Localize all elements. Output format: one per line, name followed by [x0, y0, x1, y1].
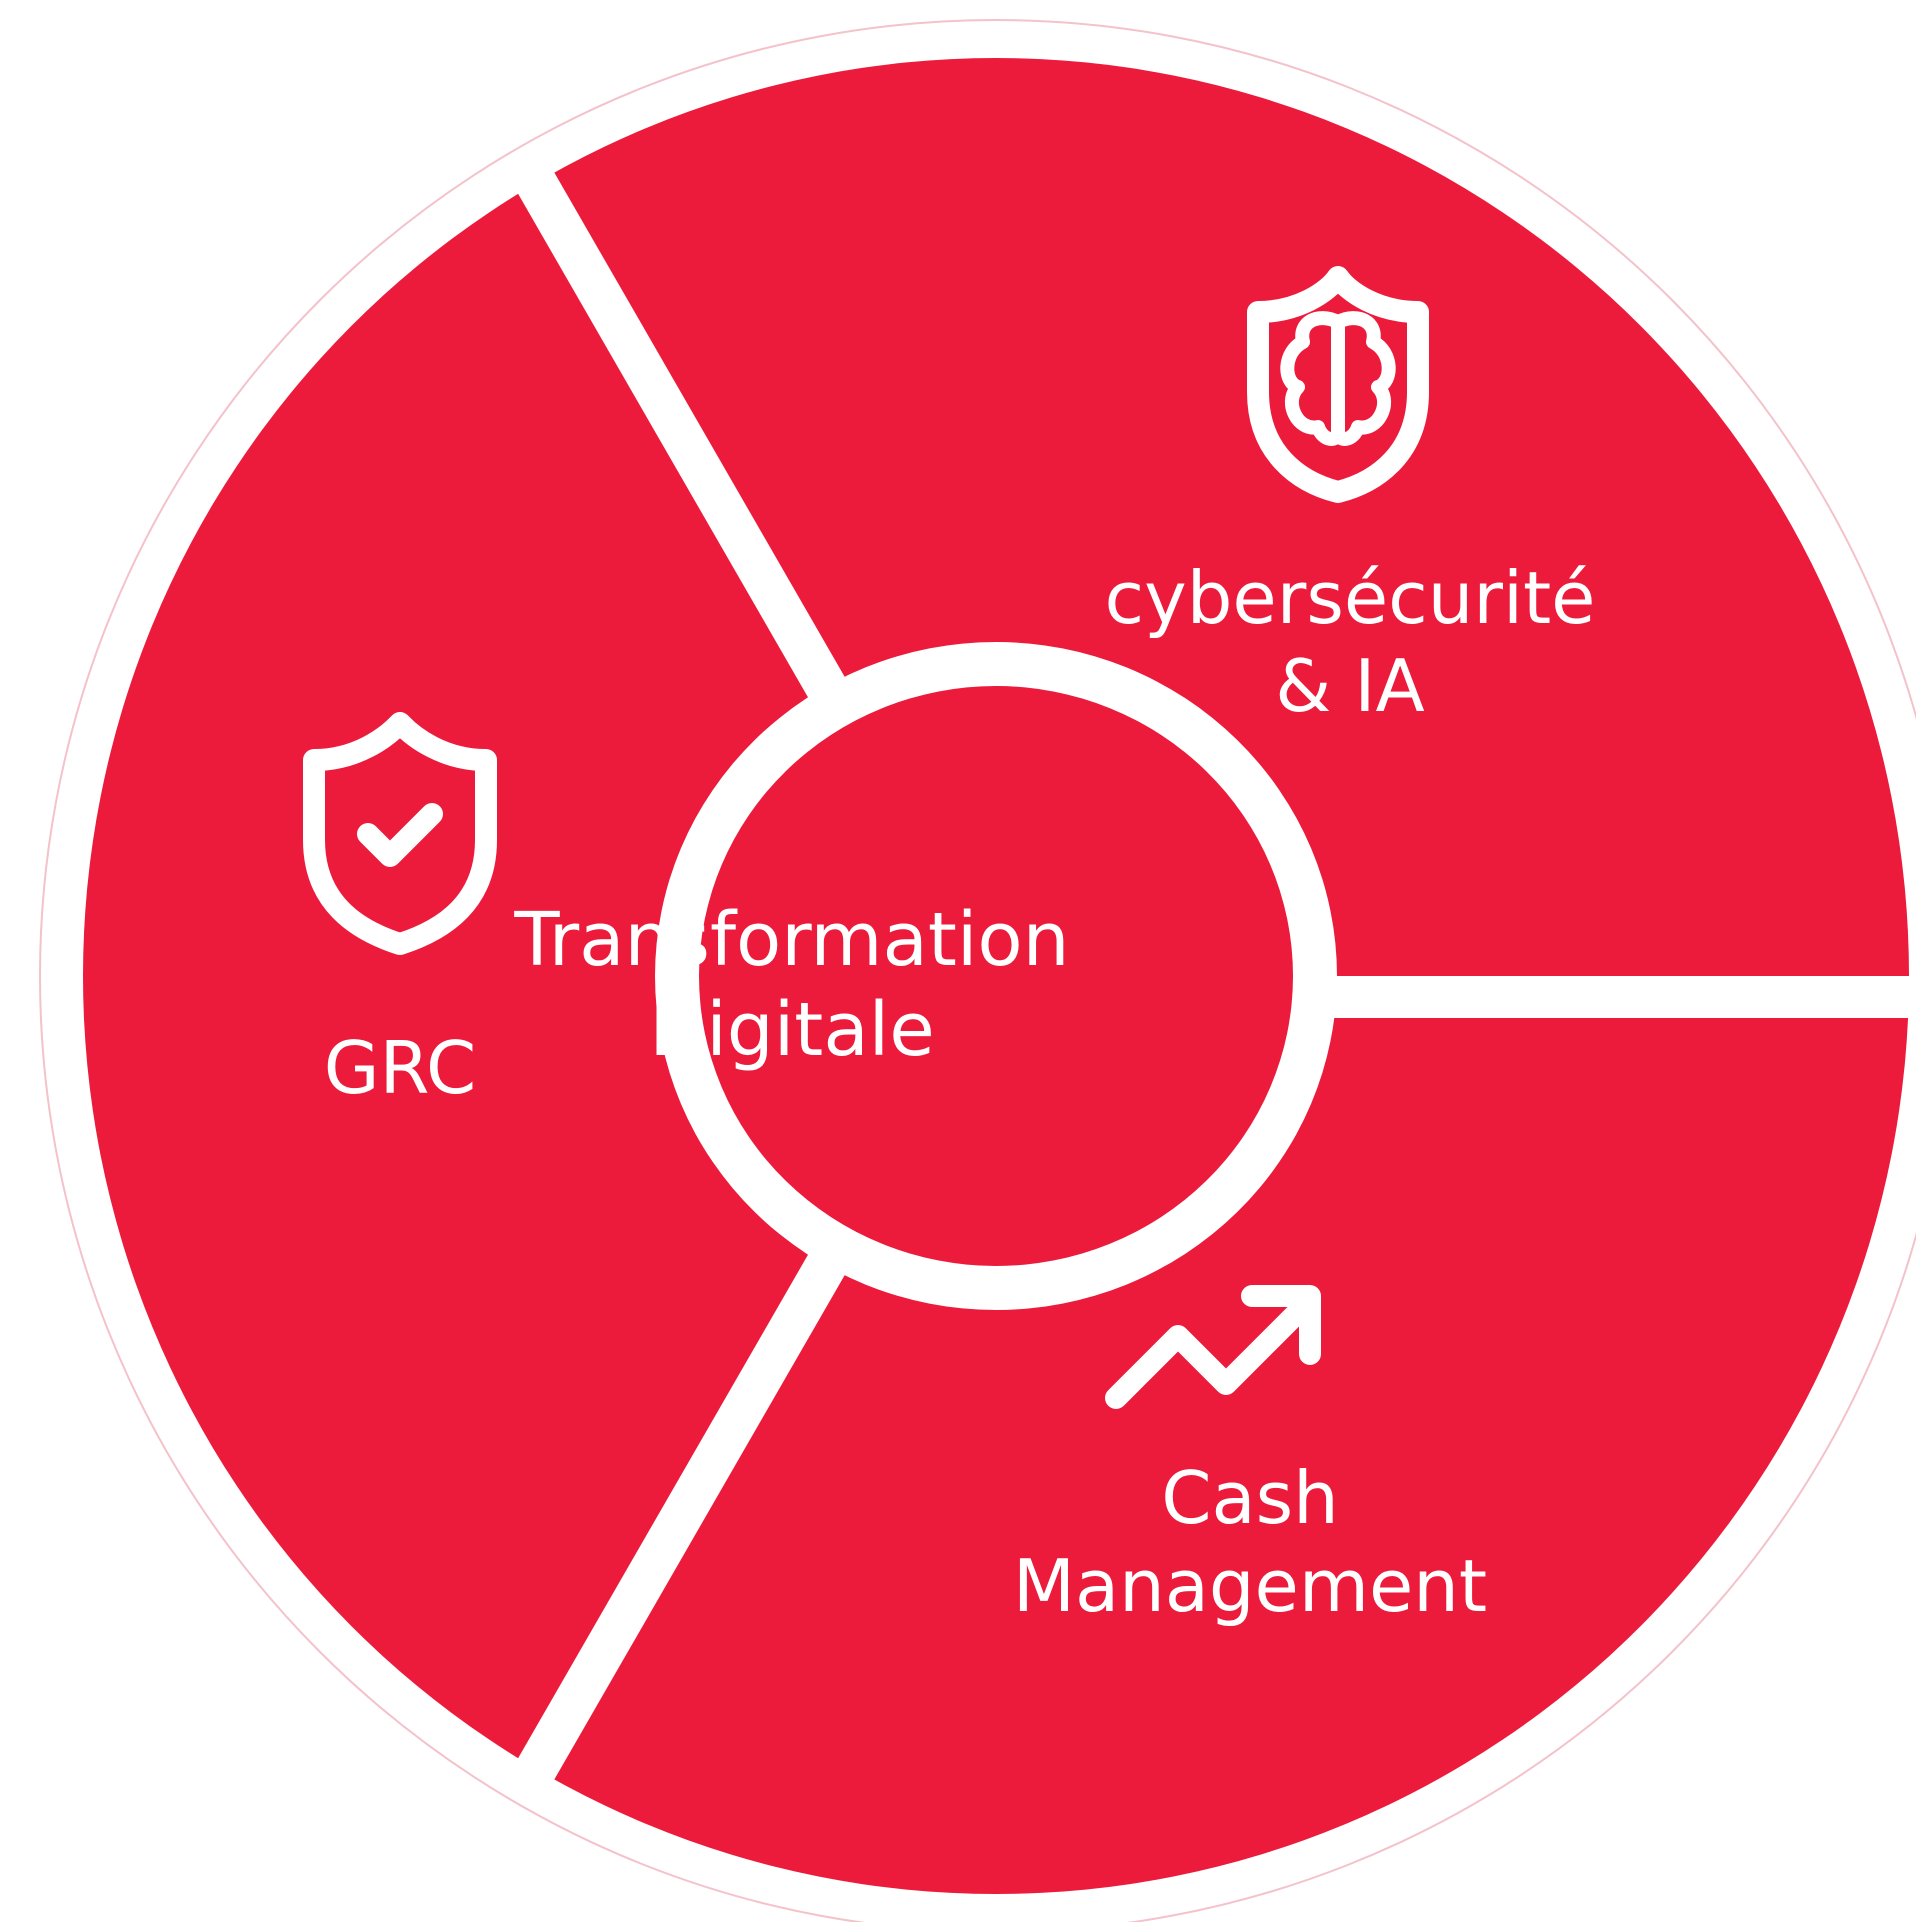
- cash-label-line2: Management: [1012, 1543, 1488, 1628]
- center-label-line1: Transformation: [514, 897, 1070, 983]
- segment-label-cash: Cash Management: [990, 1455, 1510, 1631]
- center-label-line2: Digitale: [649, 987, 935, 1074]
- shield-check-icon: [303, 712, 497, 955]
- shield-brain-icon: [1247, 266, 1429, 503]
- grc-label: GRC: [323, 1026, 477, 1110]
- segment-label-grc: GRC: [250, 1025, 550, 1113]
- center-hub: [699, 686, 1293, 1266]
- segment-label-cyber: cybersécurité & IA: [1090, 555, 1610, 731]
- cash-label-line1: Cash: [1161, 1456, 1339, 1540]
- dividers: [505, 151, 1916, 1801]
- center-label: Transformation Digitale: [492, 895, 1092, 1076]
- trend-up-arrow-icon: [1105, 1285, 1321, 1409]
- divider-top-left: [505, 151, 862, 727]
- divider-bottom-left: [505, 1225, 862, 1801]
- cyber-label-line1: cybersécurité: [1104, 556, 1596, 640]
- cyber-label-line2: & IA: [1275, 643, 1425, 728]
